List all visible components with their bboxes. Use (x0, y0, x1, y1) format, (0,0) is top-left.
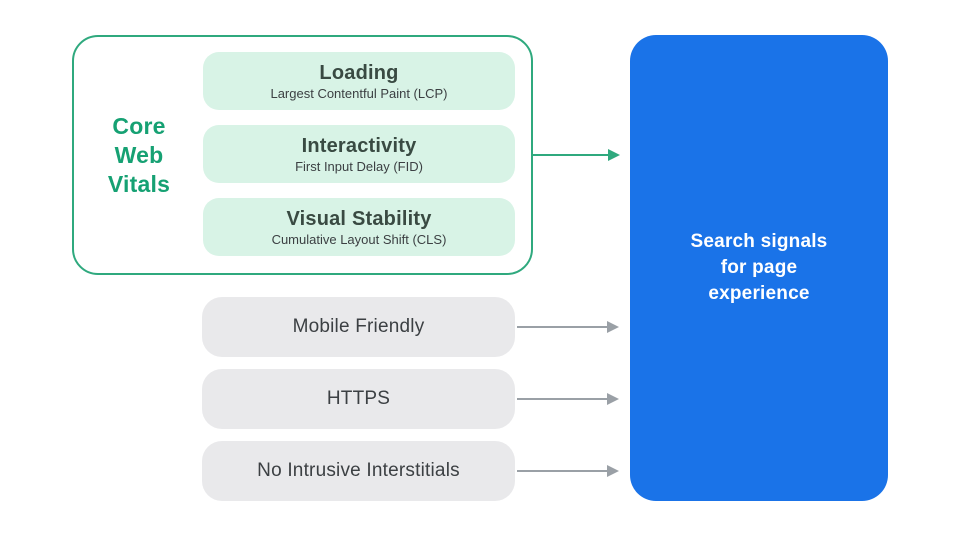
vital-loading-title: Loading (319, 61, 399, 84)
vital-visual-stability: Visual Stability Cumulative Layout Shift… (203, 198, 515, 256)
vital-loading: Loading Largest Contentful Paint (LCP) (203, 52, 515, 110)
signal-https-label: HTTPS (326, 388, 391, 409)
arrow-head-icon (607, 393, 619, 405)
signal-mobile-friendly-label: Mobile Friendly (292, 316, 425, 337)
arrow-shaft (517, 470, 609, 472)
search-signals-result-box: Search signals for page experience (630, 35, 888, 501)
arrow-head-icon (608, 149, 620, 161)
arrow-shaft (517, 326, 609, 328)
vital-visual-stability-title: Visual Stability (286, 207, 432, 230)
signal-https: HTTPS (202, 369, 515, 429)
arrow-shaft (517, 398, 609, 400)
vital-interactivity-title: Interactivity (301, 134, 417, 157)
arrow-head-icon (607, 321, 619, 333)
core-web-vitals-label: Core Web Vitals (74, 37, 204, 273)
vital-loading-subtitle: Largest Contentful Paint (LCP) (270, 85, 448, 101)
arrow-head-icon (607, 465, 619, 477)
signal-mobile-friendly: Mobile Friendly (202, 297, 515, 357)
signal-no-intrusive-interstitials: No Intrusive Interstitials (202, 441, 515, 501)
signal-no-intrusive-interstitials-label: No Intrusive Interstitials (257, 460, 460, 481)
core-web-vitals-label-text: Core Web Vitals (107, 112, 171, 197)
vital-interactivity-subtitle: First Input Delay (FID) (295, 158, 423, 174)
search-signals-result-label: Search signals for page experience (690, 231, 828, 304)
core-web-vitals-group: Core Web Vitals Loading Largest Contentf… (72, 35, 533, 275)
vital-interactivity: Interactivity First Input Delay (FID) (203, 125, 515, 183)
arrow-shaft (533, 154, 610, 156)
vital-visual-stability-subtitle: Cumulative Layout Shift (CLS) (271, 231, 447, 247)
